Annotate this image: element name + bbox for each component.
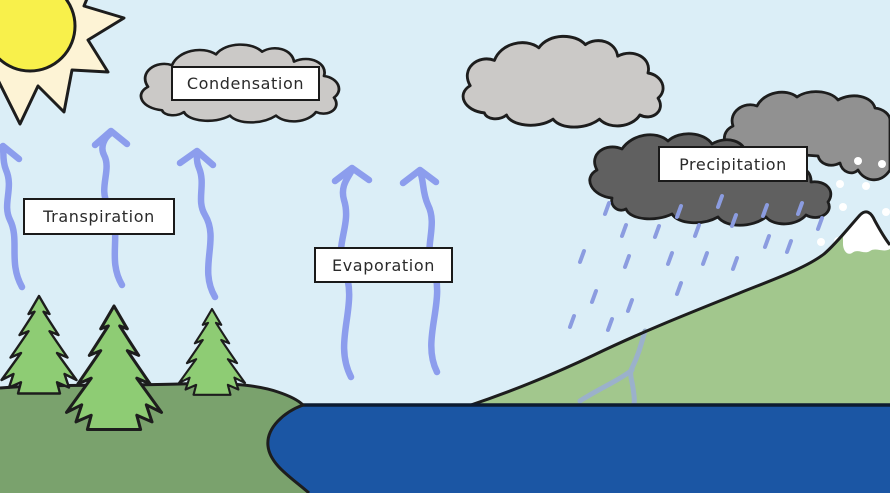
label-evaporation: Evaporation	[314, 247, 453, 283]
lake-water	[267, 405, 890, 493]
label-transpiration: Transpiration	[23, 198, 175, 235]
mountain-outline	[467, 210, 890, 408]
snowflake	[862, 182, 870, 190]
snowflake	[882, 208, 890, 216]
rain-group	[568, 194, 824, 332]
mountain	[467, 210, 890, 408]
rain-drop	[816, 216, 824, 231]
rain-drop	[606, 317, 614, 332]
rain-drop	[623, 254, 631, 269]
mountain-stream	[628, 328, 648, 407]
label-condensation: Condensation	[171, 66, 320, 101]
snowflake	[836, 180, 844, 188]
transpiration-arrow-1	[0, 142, 26, 291]
mountain-slope	[468, 211, 890, 406]
label-precipitation: Precipitation	[658, 146, 808, 182]
rain-drop	[693, 223, 701, 238]
rain-drop	[626, 298, 634, 313]
snowflake	[854, 157, 862, 165]
sun-core	[0, 0, 77, 73]
middle-cloud	[461, 34, 665, 129]
rain-drop	[666, 251, 674, 266]
rain-drop	[603, 201, 611, 216]
rain-drop	[578, 249, 586, 264]
rain-drop	[620, 223, 628, 238]
snowflake	[839, 203, 847, 211]
rain-drop	[716, 194, 724, 209]
rain-drop	[675, 281, 683, 296]
rain-drop	[568, 314, 576, 329]
rain-drop	[796, 201, 804, 216]
rain-drop	[701, 251, 709, 266]
rain-drop	[763, 234, 771, 249]
rain-drop	[653, 224, 661, 239]
mountain-stream-branch	[577, 367, 635, 404]
rain-drop	[675, 204, 683, 219]
rain-drop	[730, 213, 738, 228]
rain-drop	[731, 256, 739, 271]
rain-drop	[761, 203, 769, 218]
ground-bank	[0, 383, 309, 493]
precipitation-cloud-back	[723, 90, 890, 182]
transpiration-arrow-3	[176, 147, 219, 301]
rain-drop	[590, 289, 598, 304]
snowflake	[878, 160, 886, 168]
sun-icon	[0, 0, 126, 126]
transpiration-arrow-2	[91, 127, 131, 289]
rain-drop	[785, 239, 793, 254]
snowflake	[817, 238, 825, 246]
